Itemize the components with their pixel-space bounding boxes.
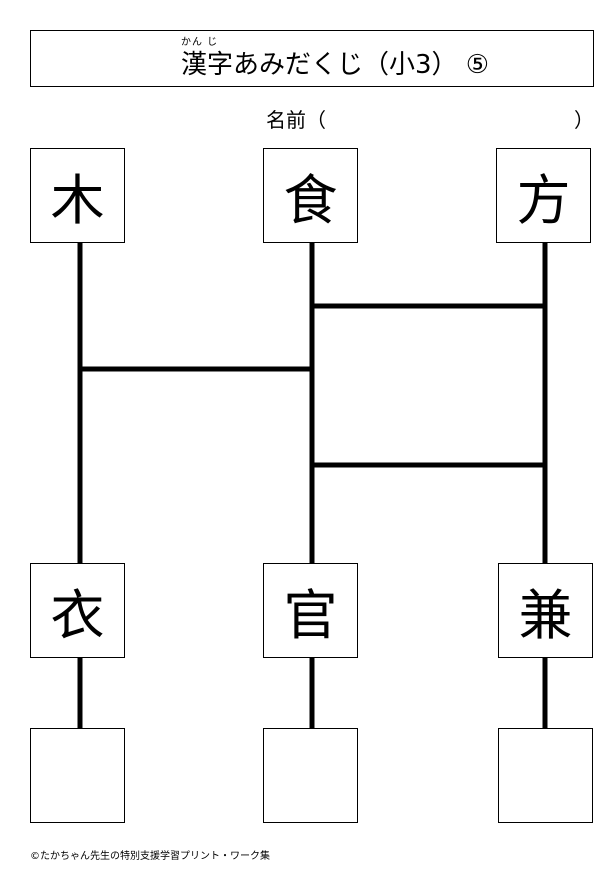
top-kanji-box-1: 木 [30, 148, 125, 243]
answer-box-2[interactable] [263, 728, 358, 823]
name-label: 名前（ [266, 108, 326, 132]
answer-box-1[interactable] [30, 728, 125, 823]
name-close-paren: ） [574, 108, 594, 132]
top-kanji-box-3: 方 [496, 148, 591, 243]
title-ruby: かん じ [181, 37, 219, 48]
footer-credit: ©たかちゃん先生の特別支援学習プリント・ワーク集 [30, 851, 270, 862]
top-kanji-box-2: 食 [263, 148, 358, 243]
page-title: 漢字あみだくじ（小3） ⑤ [181, 50, 490, 80]
bottom-kanji-box-1: 衣 [30, 563, 125, 658]
bottom-kanji-box-3: 兼 [498, 563, 593, 658]
title-box: かん じ 漢字あみだくじ（小3） ⑤ [30, 30, 594, 87]
answer-box-3[interactable] [498, 728, 593, 823]
bottom-kanji-box-2: 官 [263, 563, 358, 658]
